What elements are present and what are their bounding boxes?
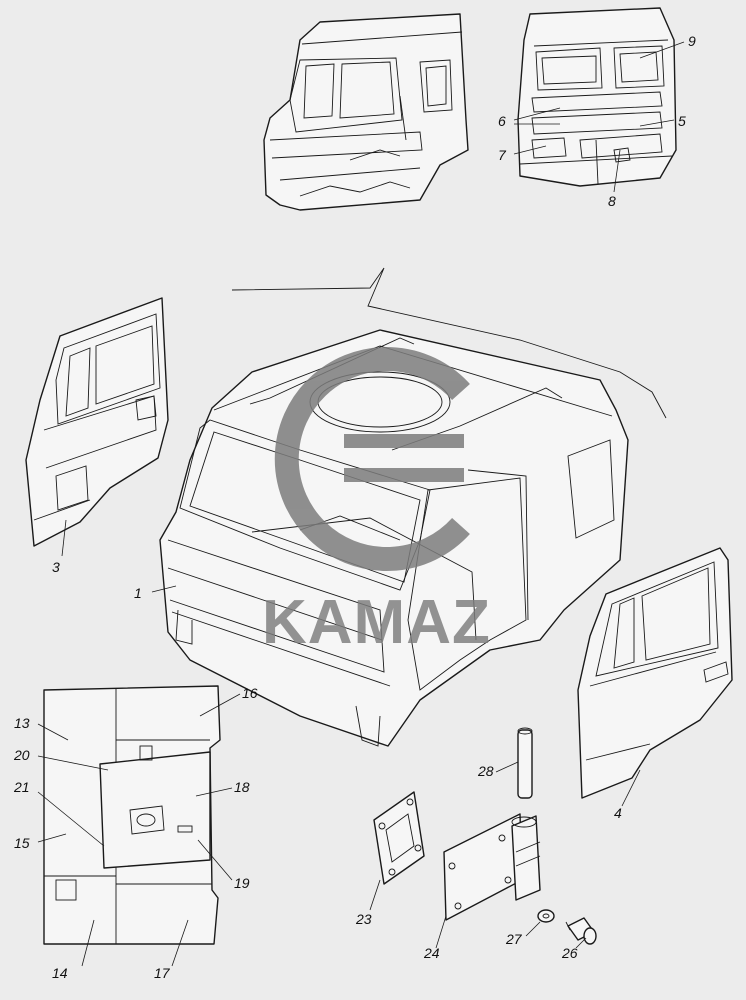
callout-9: 9 (688, 33, 696, 49)
callout-18: 18 (234, 779, 250, 795)
leader-lines (37, 41, 685, 967)
callout-24: 24 (423, 945, 440, 961)
kamaz-logo (274, 347, 470, 571)
callout-1: 1 (134, 585, 142, 601)
logo-text: KAMAZ (262, 588, 491, 657)
break-line (231, 267, 667, 419)
floor-panels (43, 685, 221, 945)
bolt (565, 917, 597, 945)
callout-5: 5 (678, 113, 686, 129)
callout-13: 13 (14, 715, 30, 731)
callouts: 1 3 4 5 6 7 8 9 13 14 15 16 17 18 19 20 … (13, 33, 696, 981)
callout-21: 21 (13, 779, 30, 795)
callout-4: 4 (614, 805, 622, 821)
callout-28: 28 (477, 763, 494, 779)
left-door (25, 297, 169, 547)
callout-6: 6 (498, 113, 506, 129)
callout-20: 20 (13, 747, 30, 763)
callout-14: 14 (52, 965, 68, 981)
callout-15: 15 (14, 835, 30, 851)
callout-16: 16 (242, 685, 258, 701)
door-hinge (443, 813, 541, 921)
callout-23: 23 (355, 911, 372, 927)
right-door (577, 547, 733, 799)
callout-26: 26 (561, 945, 578, 961)
main-cab (159, 329, 629, 747)
callout-17: 17 (154, 965, 171, 981)
mounting-plate (373, 791, 425, 885)
washer (537, 909, 555, 923)
callout-3: 3 (52, 559, 60, 575)
callout-8: 8 (608, 193, 616, 209)
cab-rear-view (517, 7, 677, 187)
callout-27: 27 (505, 931, 523, 947)
callout-7: 7 (498, 147, 507, 163)
cab-side-view (263, 13, 469, 211)
hinge-pin (517, 727, 533, 799)
callout-19: 19 (234, 875, 250, 891)
